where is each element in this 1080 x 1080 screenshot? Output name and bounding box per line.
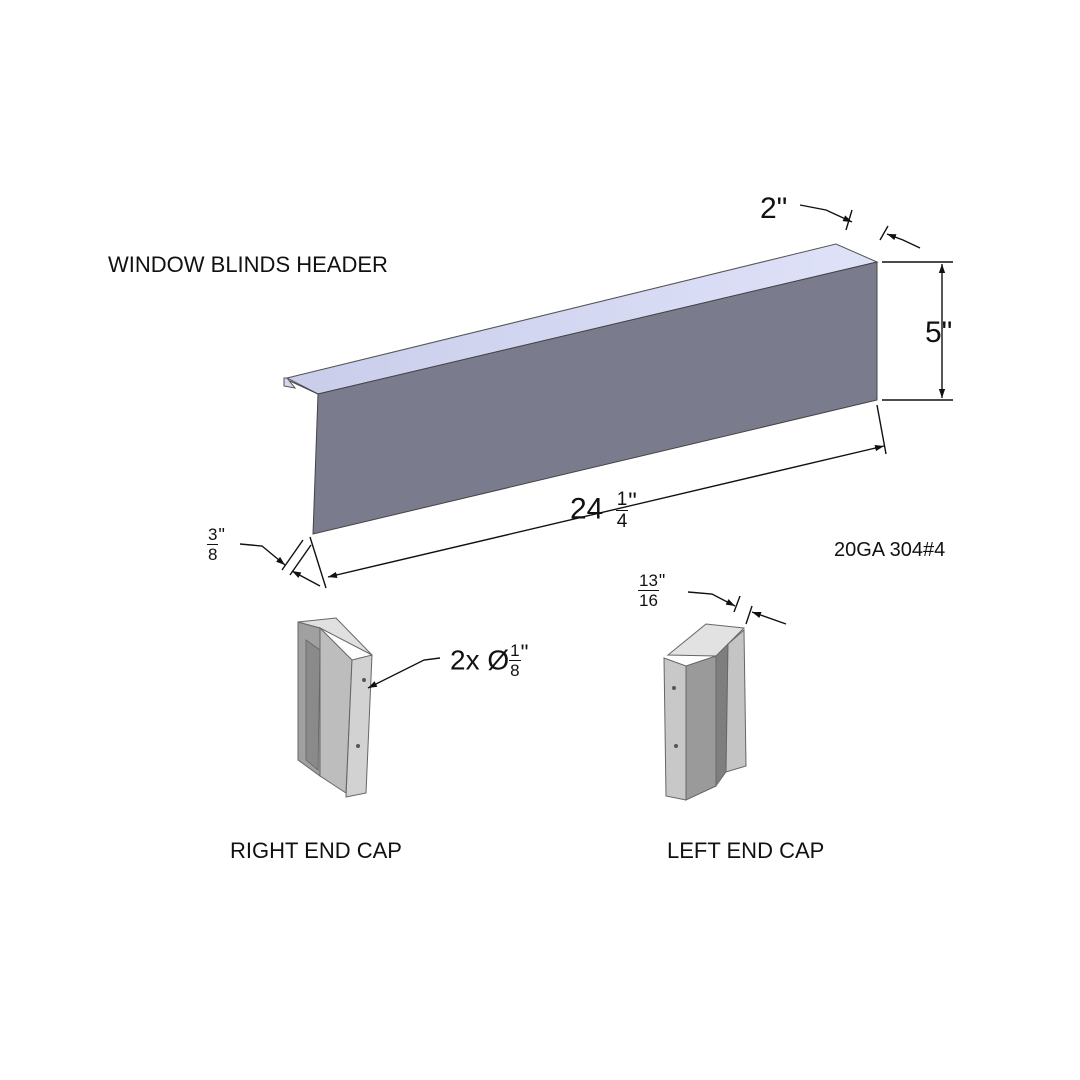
length-whole: 24 (570, 492, 604, 526)
right-cap-front-flange (345, 654, 373, 798)
flange-width-label: 2" (760, 192, 788, 225)
right-end-cap-part (297, 617, 373, 798)
length-inch-mark: " (628, 488, 637, 515)
left-cap-web (685, 655, 717, 801)
left-cap-hole (672, 686, 676, 690)
dim-lip (239, 539, 321, 587)
material-spec-label: 20GA 304#4 (834, 539, 946, 561)
cap-depth-inch-mark: " (658, 571, 666, 591)
length-frac-num: 1 (615, 489, 629, 511)
left-cap-front-flange (663, 657, 687, 801)
hole-fraction: 1 8 (509, 641, 521, 680)
right-cap-hole (356, 744, 360, 748)
height-label: 5" (925, 316, 953, 349)
left-end-cap-caption: LEFT END CAP (667, 838, 825, 863)
lip-frac-num: 3 (207, 525, 219, 545)
cap-depth-frac-den: 16 (639, 591, 658, 610)
lip-frac-den: 8 (208, 545, 218, 564)
cap-depth-fraction: 13 16 (638, 572, 659, 609)
hole-frac-num: 1 (509, 641, 521, 661)
length-label: 24 1 4 " (570, 488, 637, 532)
left-cap-hole (674, 744, 678, 748)
header-rear-lip (283, 377, 297, 389)
right-end-cap-caption: RIGHT END CAP (230, 838, 402, 863)
left-cap-top (666, 623, 746, 657)
right-cap-hole (362, 678, 366, 682)
hole-prefix: 2x Ø (450, 644, 510, 676)
length-frac-den: 4 (616, 511, 628, 532)
hole-inch-mark: " (520, 640, 529, 665)
dim-hole-leader (367, 657, 441, 689)
hole-callout-label: 2x Ø 1 8 " (450, 640, 529, 680)
right-cap-inner (305, 639, 321, 771)
lip-label: 3 8 " (207, 526, 225, 563)
lip-fraction: 3 8 (207, 525, 219, 564)
cap-depth-label: 13 16 " (638, 572, 665, 609)
dim-flange-width (799, 204, 921, 249)
left-cap-back-flange (725, 628, 747, 773)
lip-inch-mark: " (218, 525, 225, 545)
dim-height (882, 261, 953, 401)
cap-depth-frac-num: 13 (638, 571, 659, 591)
header-flange-edge (289, 380, 319, 395)
dim-cap-depth (687, 591, 787, 625)
length-fraction: 1 4 (615, 489, 629, 532)
dim-length (309, 404, 887, 589)
left-end-cap-part (663, 623, 747, 801)
hole-frac-den: 8 (510, 661, 520, 680)
drawing-title: WINDOW BLINDS HEADER (108, 252, 388, 277)
